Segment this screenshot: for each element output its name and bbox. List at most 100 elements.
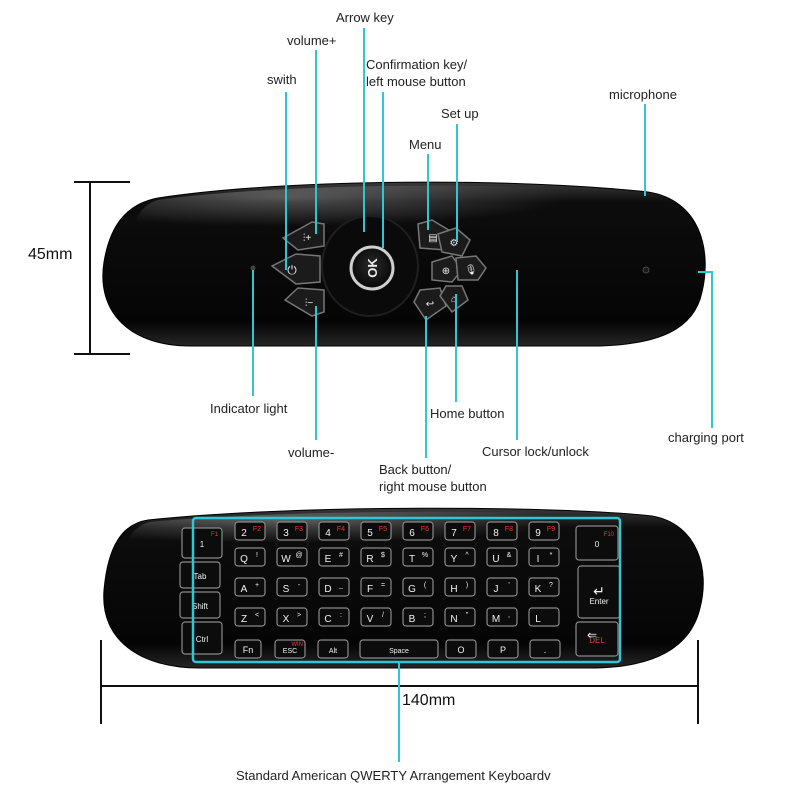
key-3[interactable] — [276, 521, 308, 541]
key-k[interactable] — [528, 577, 560, 597]
key-s[interactable] — [276, 577, 308, 597]
key-label: S — [283, 584, 290, 595]
key-l[interactable] — [528, 607, 560, 627]
key-d[interactable] — [318, 577, 350, 597]
key-m[interactable] — [486, 607, 518, 627]
key-label: . — [544, 645, 547, 655]
key-p[interactable] — [487, 639, 519, 659]
key-label: G — [408, 584, 416, 595]
key-w[interactable] — [276, 547, 308, 567]
key-label: 4 — [325, 528, 331, 539]
key-label: A — [241, 584, 248, 595]
label-back-1: Back button/ — [379, 462, 452, 477]
key-sublabel: < — [255, 612, 259, 619]
key-label: P — [500, 645, 506, 655]
key-alt[interactable] — [317, 639, 349, 659]
key-q[interactable] — [234, 547, 266, 567]
key-sublabel: : — [340, 612, 342, 619]
key-label: D — [324, 584, 331, 595]
key-label: T — [409, 554, 415, 565]
key-z[interactable] — [234, 607, 266, 627]
key-9[interactable] — [528, 521, 560, 541]
key-sublabel: F5 — [379, 526, 387, 533]
key-o[interactable] — [445, 639, 477, 659]
key-label: U — [492, 554, 499, 565]
label-keyboard: Standard American QWERTY Arrangement Key… — [236, 768, 551, 783]
key-i[interactable] — [528, 547, 560, 567]
key-sublabel: F3 — [295, 526, 303, 533]
key-e[interactable] — [318, 547, 350, 567]
button-volume-down[interactable]: ⫶− — [283, 287, 325, 317]
button-volume-up[interactable]: ⫶+ — [281, 221, 325, 251]
key-f[interactable] — [360, 577, 392, 597]
key-label: 7 — [451, 528, 457, 539]
key-sublabel: F8 — [505, 526, 513, 533]
power-icon: ⏻ — [287, 263, 297, 277]
key-label: Space — [389, 648, 409, 655]
button-settings[interactable]: ⚙ — [437, 227, 471, 257]
key-x[interactable] — [276, 607, 308, 627]
key-shift[interactable] — [179, 591, 221, 619]
key-label: W — [281, 554, 291, 565]
key-h[interactable] — [444, 577, 476, 597]
key-sublabel: " — [466, 612, 469, 619]
key-label: L — [535, 614, 541, 625]
svg-text:⫶+: ⫶+ — [303, 233, 312, 244]
settings-icon: ⚙ — [450, 238, 459, 249]
back-icon: ↩ — [426, 299, 434, 310]
key-v[interactable] — [360, 607, 392, 627]
key-g[interactable] — [402, 577, 434, 597]
mic-icon: 🎙 — [465, 264, 478, 276]
cursor-icon: ⊕ — [442, 266, 450, 277]
key-sublabel: & — [507, 552, 512, 559]
key-c[interactable] — [318, 607, 350, 627]
key-5[interactable] — [360, 521, 392, 541]
key-b[interactable] — [402, 607, 434, 627]
key-del[interactable] — [575, 621, 619, 657]
key-sublabel: * — [550, 552, 553, 559]
key-sublabel: ; — [424, 612, 426, 619]
label-indicator-light: Indicator light — [210, 401, 288, 416]
button-voice[interactable]: 🎙 — [455, 255, 487, 281]
key-sublabel: F10 — [604, 532, 615, 538]
key-sublabel: = — [381, 582, 385, 589]
key-sublabel: @ — [295, 552, 302, 559]
height-dimension — [74, 181, 130, 355]
label-back-2: right mouse button — [379, 479, 487, 494]
key-r[interactable] — [360, 547, 392, 567]
label-volume-down: volume- — [288, 445, 335, 460]
key-2[interactable] — [234, 521, 266, 541]
button-power[interactable]: ⏻ — [270, 253, 321, 285]
key-0[interactable] — [575, 525, 619, 561]
key-sublabel: ^ — [465, 552, 469, 559]
key-label: Tab — [194, 572, 207, 581]
key-fn[interactable] — [234, 639, 262, 659]
key-6[interactable] — [402, 521, 434, 541]
key-label: O — [457, 645, 464, 655]
callout-lines-top — [252, 28, 713, 458]
key-sublabel: ' — [508, 582, 509, 589]
key-sublabel: F2 — [253, 526, 261, 533]
key-n[interactable] — [444, 607, 476, 627]
key-label: E — [325, 554, 332, 565]
key-esc[interactable] — [274, 639, 306, 659]
key-sublabel: / — [382, 612, 384, 619]
key-7[interactable] — [444, 521, 476, 541]
key-space[interactable] — [359, 639, 439, 659]
key-sublabel: $ — [381, 552, 385, 559]
button-home[interactable]: ⌂ — [439, 285, 469, 314]
ok-button[interactable] — [349, 245, 395, 291]
key-tab[interactable] — [179, 561, 221, 589]
key-8[interactable] — [486, 521, 518, 541]
menu-icon: ▤ — [428, 233, 437, 244]
key-t[interactable] — [402, 547, 434, 567]
key-a[interactable] — [234, 577, 266, 597]
key-label: 3 — [283, 528, 289, 539]
key-u[interactable] — [486, 547, 518, 567]
key-4[interactable] — [318, 521, 350, 541]
key-j[interactable] — [486, 577, 518, 597]
key-.[interactable] — [529, 639, 561, 659]
key-y[interactable] — [444, 547, 476, 567]
key-sublabel: F4 — [337, 526, 345, 533]
